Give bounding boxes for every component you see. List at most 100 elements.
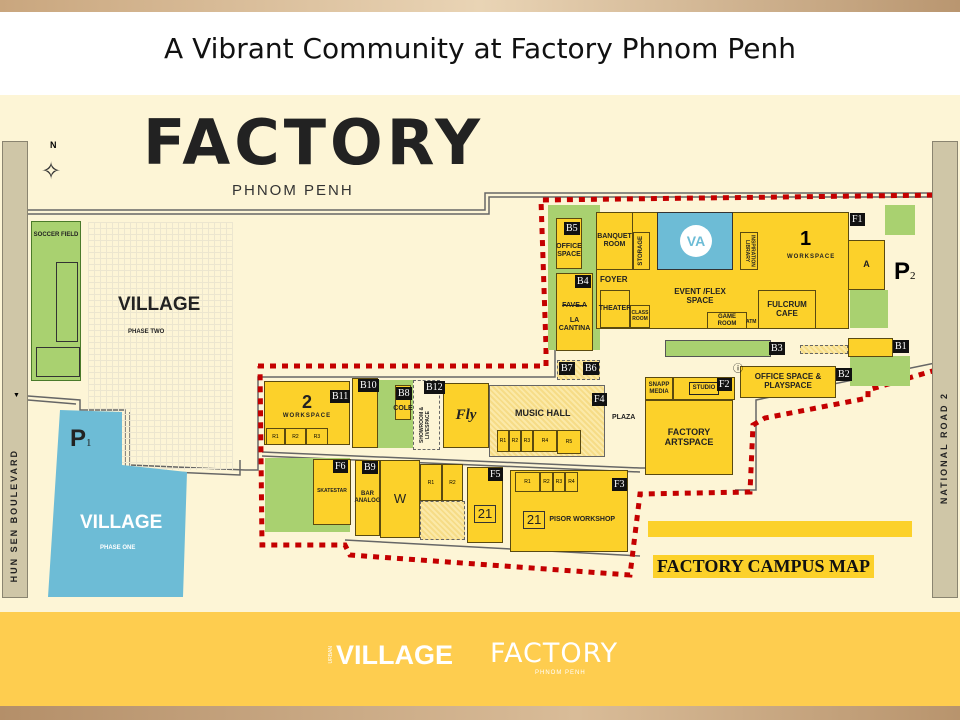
footer: URBAN VILLAGE FACTORY PHNOM PENH: [0, 612, 960, 706]
workspace-2-number: 2: [301, 391, 312, 412]
tag-b2: B2: [836, 368, 852, 381]
skatestar-label: SKATESTAR: [317, 488, 347, 495]
bar-analog-label: BAR ANALOG: [354, 491, 381, 504]
room-r1: R1: [420, 464, 442, 501]
top-decor-strip: [0, 0, 960, 12]
soccer-field-label: SOCCER FIELD: [33, 232, 79, 238]
b5-label: OFFICE SPACE: [556, 242, 582, 258]
tag-b10: B10: [358, 379, 379, 392]
bottom-decor-strip: [0, 706, 960, 720]
game-room[interactable]: GAME ROOM: [707, 312, 747, 329]
foyer-label: FOYER: [600, 275, 628, 284]
b4-label-2: LA CANTINA: [558, 317, 591, 332]
atm-label: ATM: [746, 319, 757, 325]
green-area: [885, 205, 915, 235]
storage[interactable]: STORAGE: [633, 232, 650, 270]
cole-label: COLE: [393, 404, 413, 412]
room-r2: R2: [442, 464, 463, 501]
factory-logo: FACTORY: [143, 106, 484, 179]
theater[interactable]: THEATER: [598, 290, 632, 328]
va-logo: VA: [680, 225, 712, 257]
tag-b3: B3: [769, 342, 785, 355]
factory-artspace[interactable]: FACTORY ARTSPACE: [645, 400, 733, 475]
building-b1[interactable]: [848, 338, 893, 357]
tag-f5: F5: [488, 468, 503, 481]
room-r3: R3: [553, 472, 565, 492]
plaza-label: PLAZA: [612, 414, 636, 421]
building-b3[interactable]: [665, 340, 771, 357]
building-a[interactable]: A: [848, 240, 885, 290]
banquet-room[interactable]: BANQUET ROOM: [596, 212, 633, 270]
tag-b8: B8: [396, 387, 412, 400]
fly-logo: Fly: [455, 407, 477, 424]
music-hall-label: MUSIC HALL: [515, 408, 571, 418]
phase-one-label: PHASE ONE: [100, 545, 136, 551]
workspace-1-label: WORKSPACE: [787, 254, 836, 260]
event-flex-label: EVENT /FLEX SPACE: [674, 287, 726, 305]
green-area: [850, 356, 910, 386]
fulcrum-cafe[interactable]: FULCRUM CAFE: [758, 290, 816, 329]
tag-b4: B4: [575, 275, 591, 288]
green-area: [850, 290, 888, 328]
soccer-field: SOCCER FIELD: [31, 221, 81, 381]
village-phase-one-shape: [48, 410, 187, 597]
factory-logo-city: PHNOM PENH: [232, 182, 354, 199]
building-b2[interactable]: OFFICE SPACE & PLAYSPACE: [740, 366, 836, 398]
theater-label: THEATER: [598, 305, 632, 313]
hatched-area: [800, 345, 848, 354]
room-r2: R2: [509, 430, 521, 452]
banquet-label: BANQUET ROOM: [597, 233, 632, 248]
b4-label-1: FAVE.A: [562, 301, 587, 309]
fulcrum-label: FULCRUM CAFE: [767, 299, 807, 318]
classroom[interactable]: CLASS ROOM: [630, 305, 650, 328]
room-r5: R5: [557, 430, 581, 454]
room-r1: R1: [515, 472, 540, 492]
compass-north-label: N: [50, 140, 57, 150]
pisor-workshop-label: PISOR WORKSHOP: [549, 516, 616, 524]
building-fly[interactable]: Fly: [443, 383, 489, 448]
arrow-down-icon: ▼: [13, 392, 20, 399]
snapp-media[interactable]: SNAPP MEDIA: [645, 377, 673, 400]
info-icon[interactable]: ⓘ: [733, 364, 743, 375]
parking-p2-icon: P2: [894, 258, 916, 285]
village-two-logo: VILLAGE: [118, 294, 201, 315]
tag-b7: B7: [559, 362, 575, 375]
campus-map-label: FACTORY CAMPUS MAP: [653, 555, 875, 578]
footer-factory-city: PHNOM PENH: [535, 670, 586, 676]
building-b9-w[interactable]: W: [380, 460, 420, 538]
w-logo: W: [393, 490, 407, 506]
b2-label: OFFICE SPACE & PLAYSPACE: [754, 372, 822, 390]
room-r4: R4: [565, 472, 578, 492]
room-r1: R1: [266, 428, 285, 445]
footer-urban: URBAN: [328, 646, 334, 664]
room-r1: R1: [497, 430, 509, 452]
page-title: A Vibrant Community at Factory Phnom Pen…: [164, 32, 796, 65]
library-label: INSPIRATION LIBRARY: [744, 235, 756, 267]
room-r4: R4: [533, 430, 557, 452]
tag-b12: B12: [424, 381, 445, 394]
building-a-label: A: [863, 259, 870, 270]
va-space[interactable]: VA: [657, 212, 733, 270]
tag-f3: F3: [612, 478, 627, 491]
hatched-area: [420, 501, 465, 540]
workspace-1-number: 1: [800, 228, 812, 250]
tag-f2: F2: [717, 378, 732, 391]
campus-boundary: [257, 192, 945, 578]
campus-map: FACTORY PHNOM PENH N ✧ HUN SEN BOULEVARD…: [0, 95, 960, 612]
phase-two-label: PHASE TWO: [128, 329, 165, 335]
artspace-label: FACTORY ARTSPACE: [664, 426, 714, 447]
studio-label: STUDIO: [688, 382, 720, 395]
room-r3: R3: [521, 430, 533, 452]
room-r2: R2: [540, 472, 553, 492]
twenty-one-logo: 21: [522, 510, 546, 530]
parking-p1-icon: P1: [70, 425, 92, 452]
footer-village-logo: VILLAGE: [336, 640, 454, 670]
tag-f6: F6: [333, 460, 348, 473]
showroom-label: SHOWROOM & LIVESPACE: [419, 406, 431, 444]
room-r3: R3: [306, 428, 328, 445]
tag-b9: B9: [362, 461, 378, 474]
storage-label: STORAGE: [638, 236, 645, 266]
tag-f1: F1: [850, 213, 865, 226]
tag-b5: B5: [564, 222, 580, 235]
inspiration-library[interactable]: INSPIRATION LIBRARY: [740, 232, 758, 270]
